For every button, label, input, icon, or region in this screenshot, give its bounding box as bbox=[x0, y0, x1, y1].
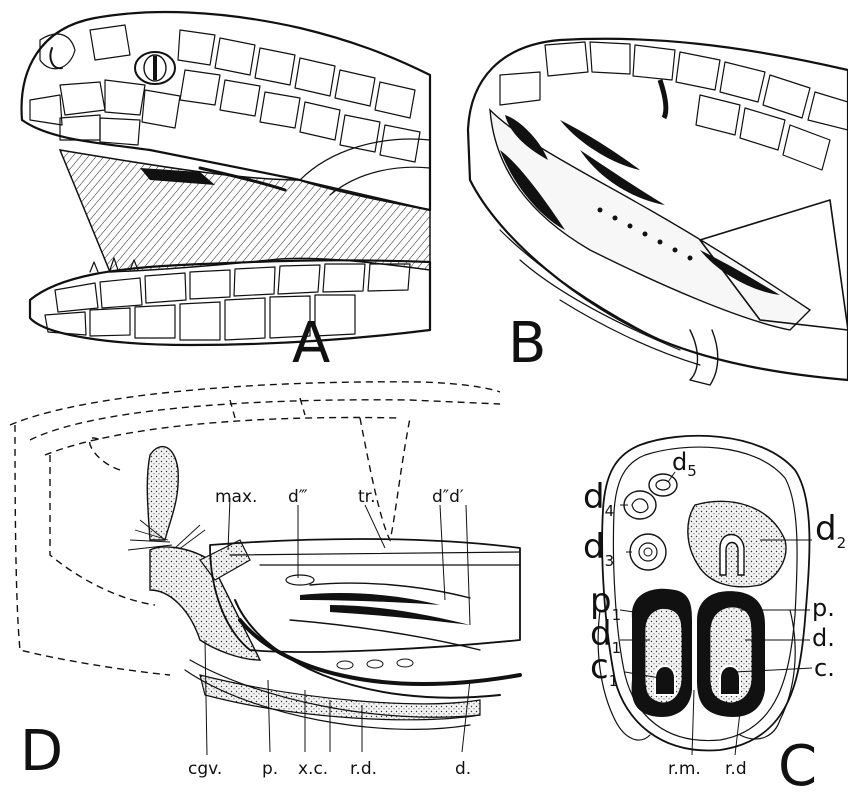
panel-d-letter: D bbox=[20, 719, 63, 784]
label-c: c. bbox=[814, 654, 835, 682]
label-tr: tr. bbox=[358, 487, 376, 507]
label-d: d. bbox=[812, 624, 835, 652]
label-p: p. bbox=[812, 594, 835, 622]
panel-b-letter: B bbox=[508, 311, 546, 376]
label-d5: d5 bbox=[672, 448, 697, 480]
label-rd: r.d. bbox=[350, 759, 377, 779]
label-d3: d3 bbox=[583, 527, 614, 570]
label-cgv: cgv. bbox=[188, 759, 222, 779]
label-d: d. bbox=[455, 759, 471, 779]
label-d-triple-prime: d‴ bbox=[288, 487, 308, 507]
panel-c-cross-section bbox=[598, 436, 812, 755]
label-d4: d4 bbox=[583, 477, 614, 520]
panel-c-letter: C bbox=[778, 734, 817, 792]
panel-a-snake-head bbox=[22, 12, 430, 345]
panel-d-section-drawing bbox=[10, 382, 520, 755]
label-rd-c: r.d bbox=[725, 759, 747, 779]
label-d2: d2 bbox=[815, 509, 846, 552]
panel-a-letter: A bbox=[292, 311, 330, 376]
label-rm: r.m. bbox=[668, 759, 701, 779]
label-p: p. bbox=[262, 759, 278, 779]
label-d-double-single-prime: d″d′ bbox=[432, 487, 464, 507]
label-xc: x.c. bbox=[298, 759, 328, 779]
label-max: max. bbox=[215, 487, 257, 507]
